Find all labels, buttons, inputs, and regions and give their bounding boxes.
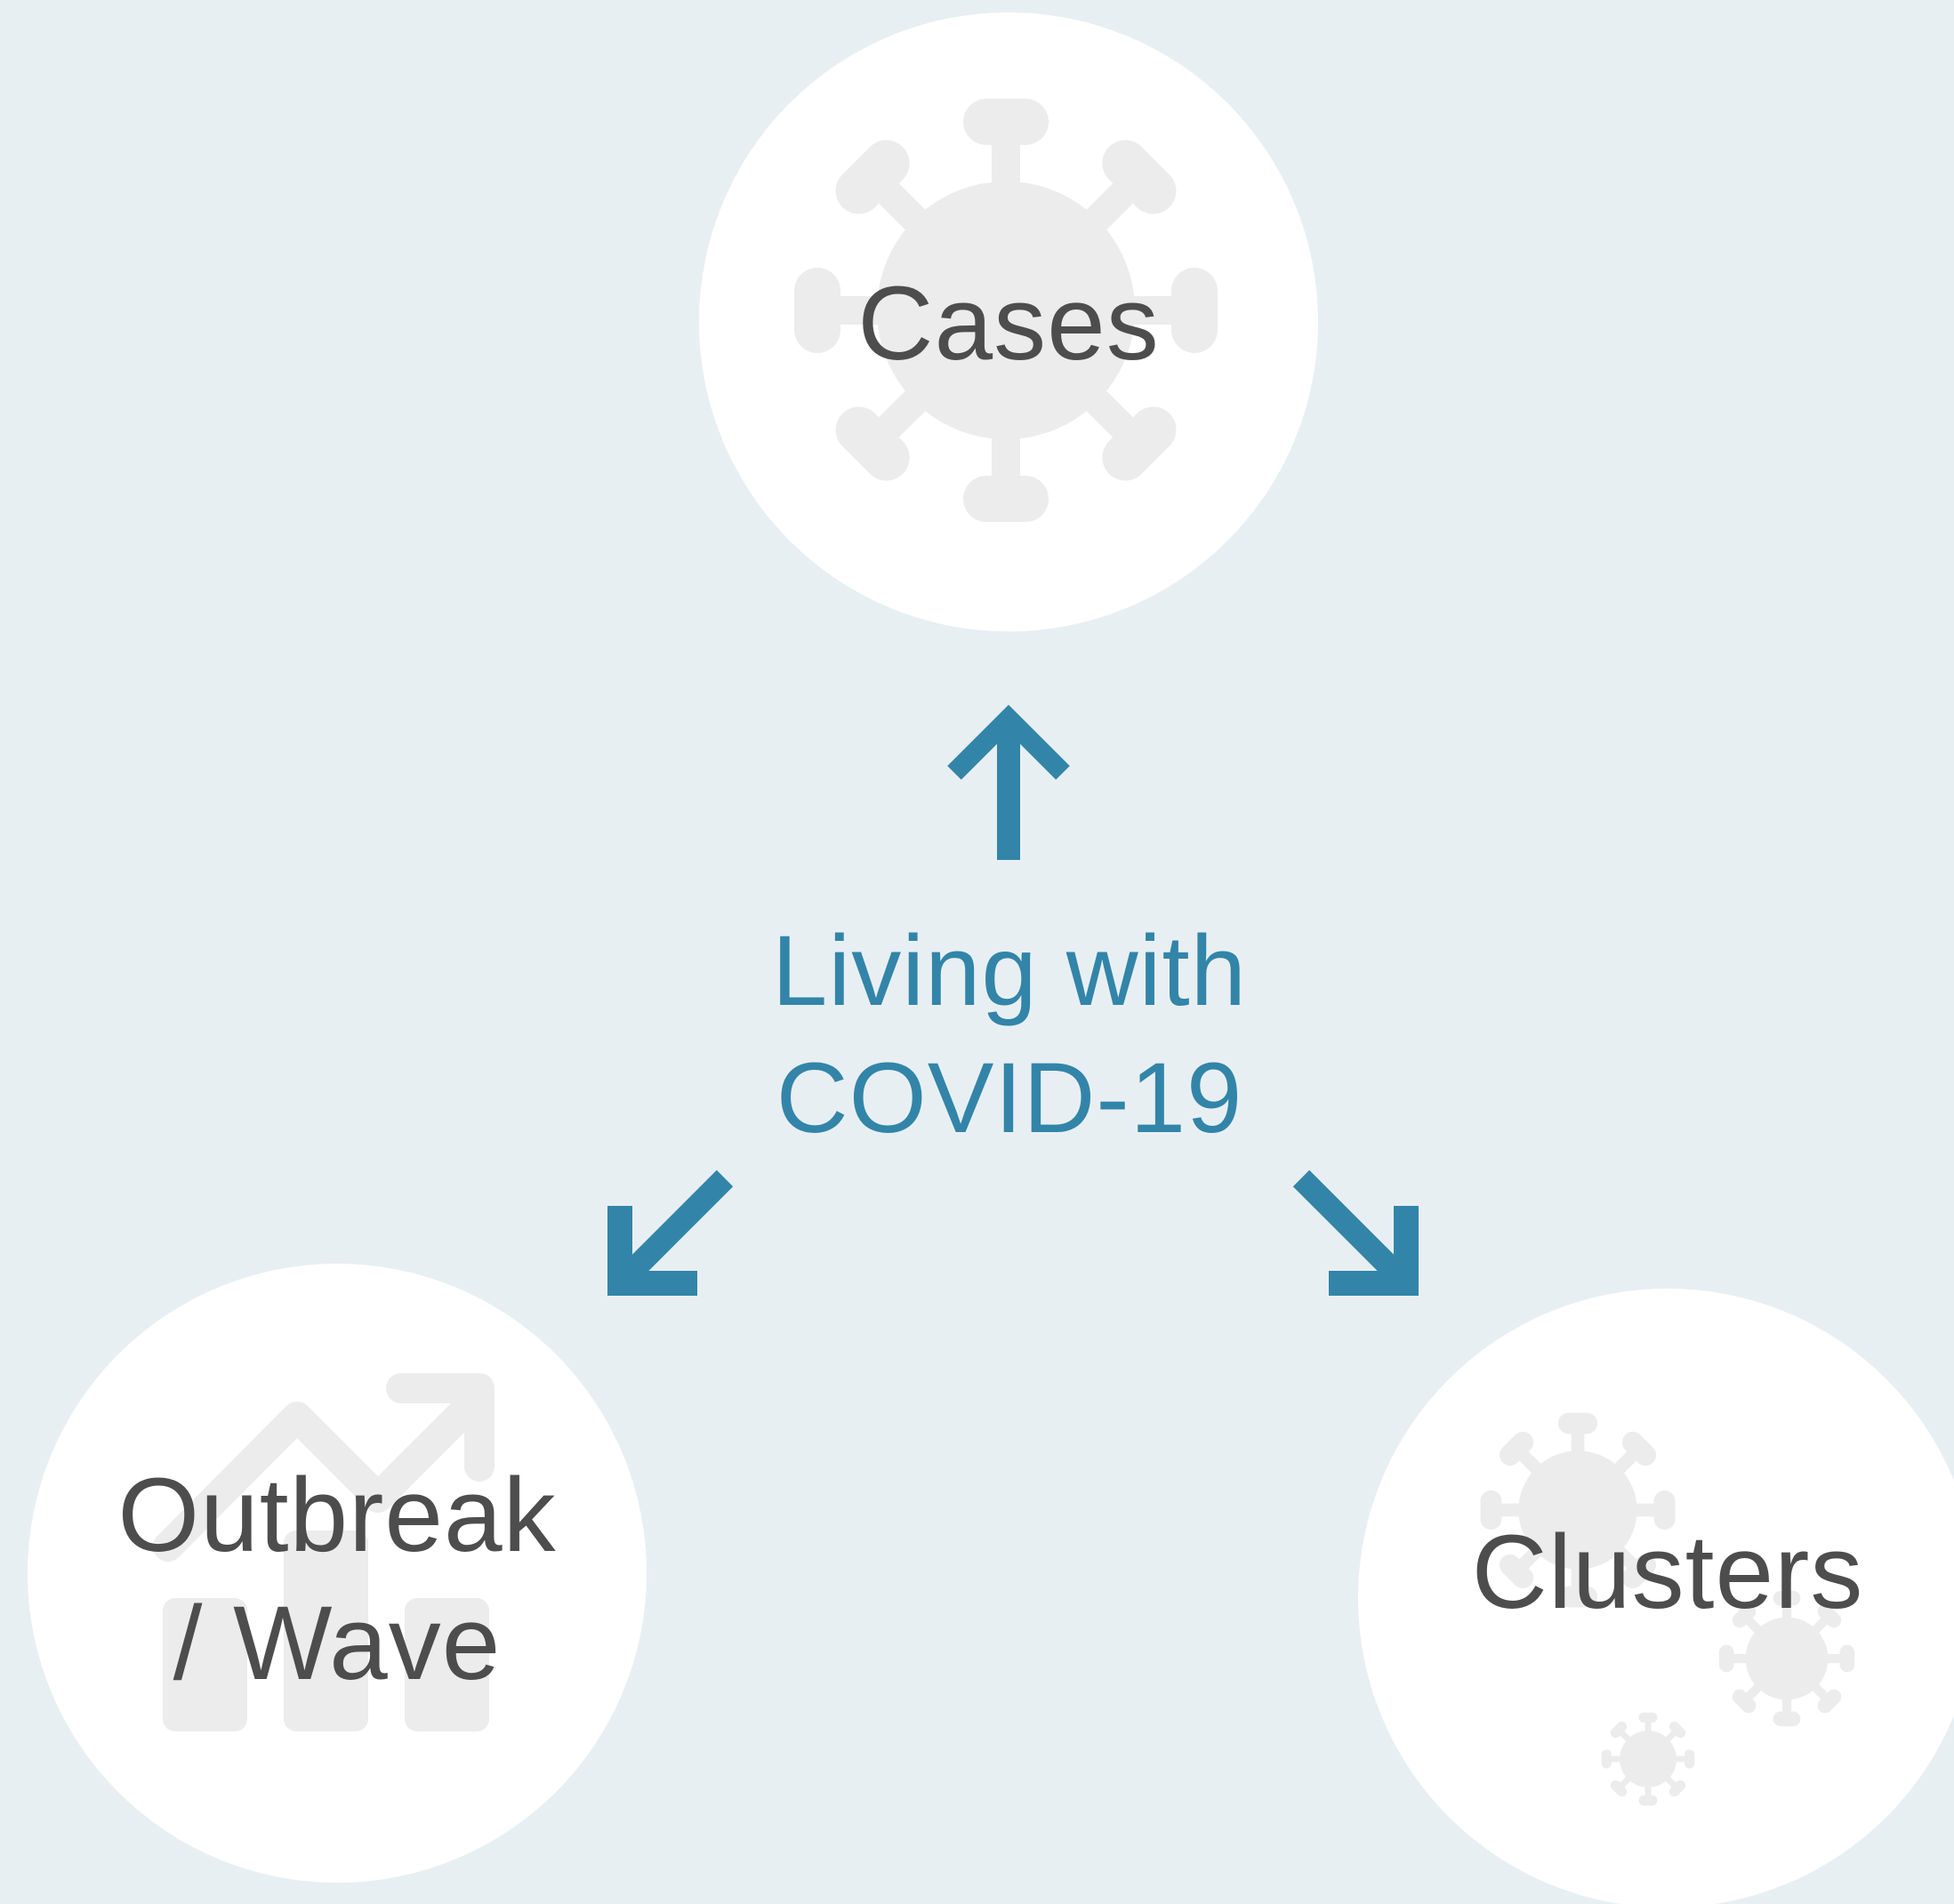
outbreak-wave-node: Outbreak / Wave bbox=[28, 1264, 647, 1883]
cases-node: Cases bbox=[699, 12, 1318, 631]
clusters-node: Clusters bbox=[1358, 1289, 1954, 1904]
outbreak-wave-label: Outbreak / Wave bbox=[117, 1457, 557, 1702]
arrow-to-clusters bbox=[1292, 1169, 1419, 1296]
center-label: Living with COVID-19 bbox=[772, 915, 1247, 1154]
clusters-label: Clusters bbox=[1471, 1514, 1864, 1631]
cases-label: Cases bbox=[857, 265, 1160, 382]
virus-icon bbox=[794, 99, 1218, 522]
arrow-to-cases bbox=[947, 704, 1070, 860]
trend-chart-icon bbox=[153, 1373, 495, 1731]
